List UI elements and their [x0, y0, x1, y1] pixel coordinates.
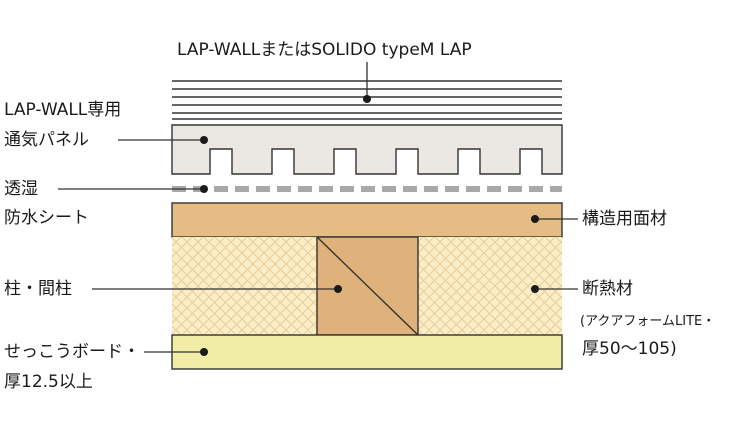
insulation-label-line3: 厚50〜105): [582, 339, 677, 359]
gypsum-board-layer: [171, 334, 563, 370]
leader-dot-board: [200, 348, 208, 356]
leader-dot-panel: [200, 136, 208, 144]
ventilation-panel-layer: [171, 124, 563, 175]
insulation-label-line2: (アクアフォームLITE・: [580, 314, 716, 329]
insulation-label-line1: 断熱材: [582, 279, 633, 299]
panel-label-line1: LAP-WALL専用: [4, 100, 122, 120]
sheathing-label: 構造用面材: [582, 209, 667, 229]
stud-label: 柱・間柱: [4, 279, 72, 299]
leader-dot-top: [363, 95, 371, 103]
stud-block: [316, 236, 419, 336]
leader-dot-stud: [334, 285, 342, 293]
board-label-line1: せっこうボード・: [4, 342, 140, 362]
sheet-label-line1: 透湿: [4, 179, 38, 199]
structural-sheathing-layer: [171, 202, 563, 238]
panel-label-line2: 通気パネル: [4, 130, 89, 150]
leader-dot-sheathing: [531, 215, 539, 223]
leader-dot-sheet: [200, 185, 208, 193]
leader-dot-insulation: [531, 285, 539, 293]
top-label: LAP-WALLまたはSOLIDO typeM LAP: [177, 40, 472, 60]
board-label-line2: 厚12.5以上: [4, 372, 93, 392]
sheet-label-line2: 防水シート: [4, 208, 89, 228]
